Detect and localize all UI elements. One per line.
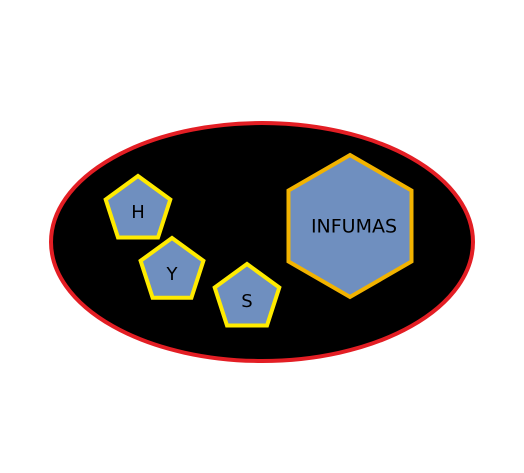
pentagon-h-shape — [103, 173, 173, 240]
pentagon-h-label: H — [131, 202, 145, 223]
pentagon-s: S — [212, 261, 282, 328]
hexagon-infumas: INFUMAS — [286, 152, 414, 300]
hexagon-infumas-shape — [286, 152, 414, 300]
pentagon-s-label: S — [241, 291, 252, 312]
pentagon-h: H — [103, 173, 173, 240]
pentagon-y-label: Y — [166, 264, 179, 285]
hexagon-infumas-label: INFUMAS — [311, 216, 397, 238]
pentagon-s-shape — [212, 261, 282, 328]
pentagon-y-shape — [138, 235, 206, 300]
pentagon-y: Y — [138, 235, 206, 300]
